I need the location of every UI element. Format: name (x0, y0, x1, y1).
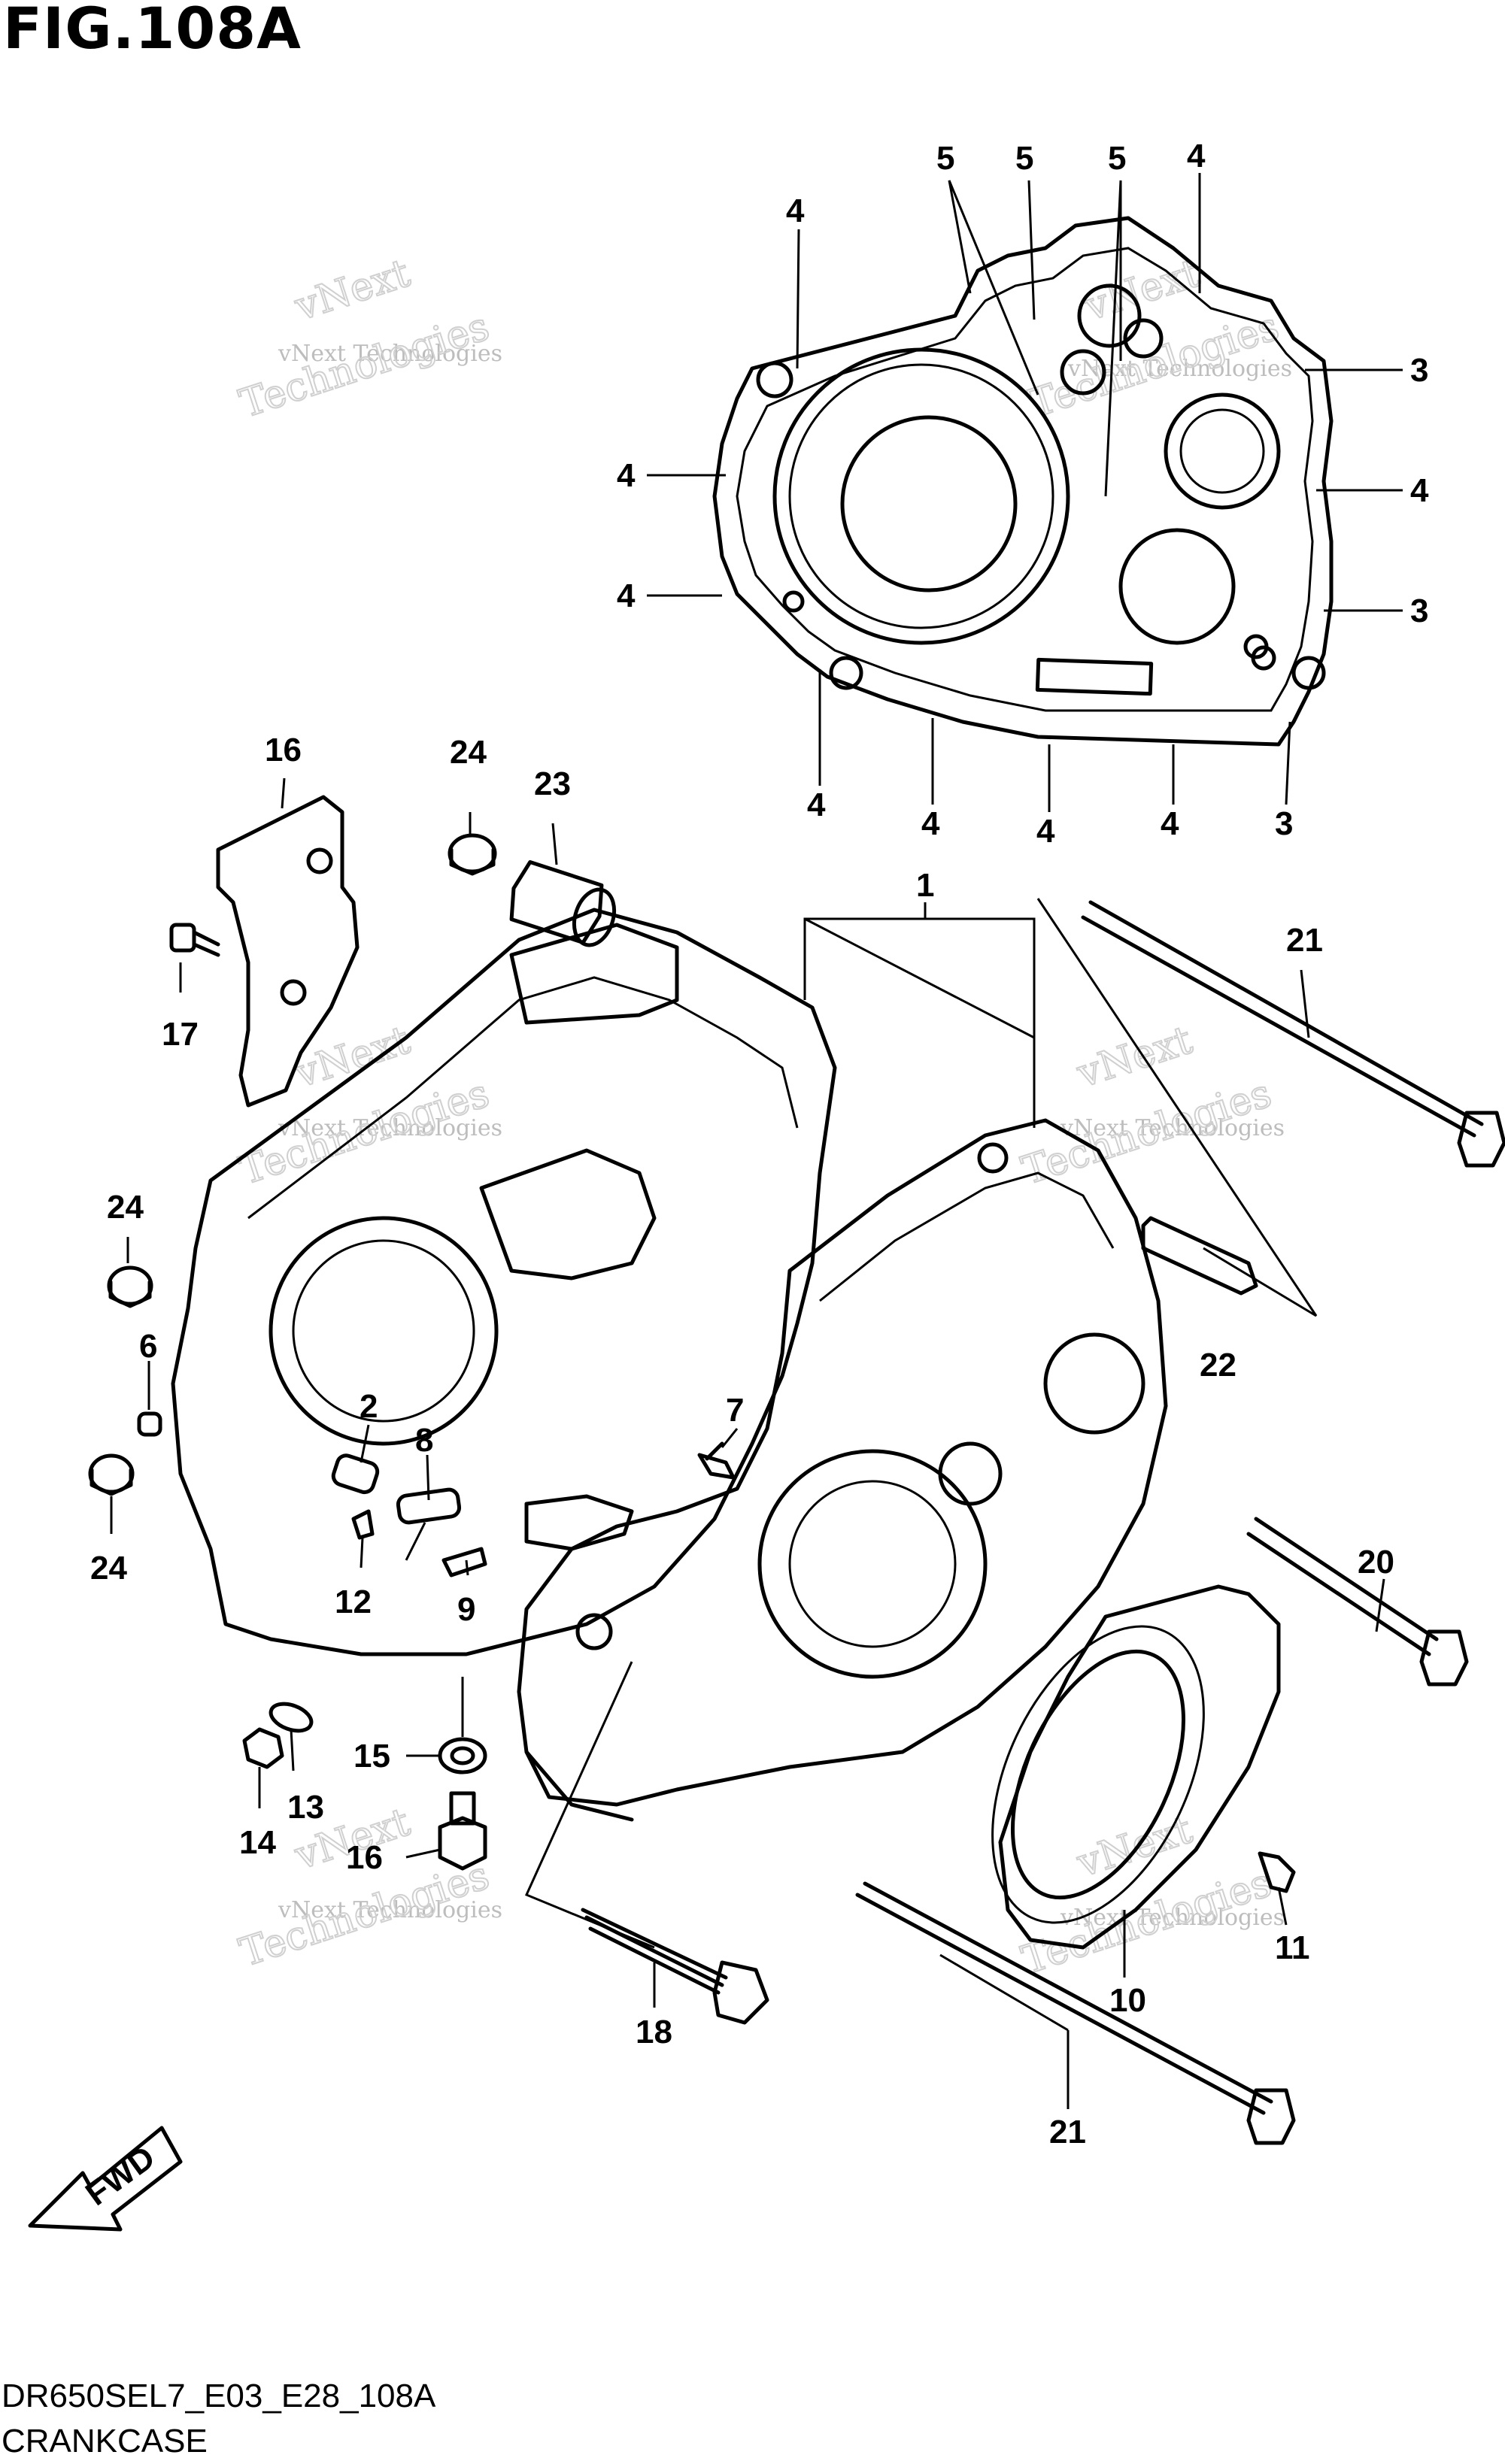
part-14-plug (242, 1727, 284, 1769)
part-8-dowel (396, 1487, 462, 1525)
watermark-text: vNext Technologies (278, 1897, 502, 1923)
callout-5: 5 (1015, 140, 1033, 177)
callout-9: 9 (457, 1591, 475, 1628)
watermark-outline: vNext (289, 250, 415, 330)
model-code: DR650SEL7_E03_E28_108A (2, 2378, 436, 2414)
callout-24: 24 (90, 1550, 127, 1587)
callout-1: 1 (916, 867, 934, 904)
callout-3: 3 (1275, 805, 1293, 842)
callout-7: 7 (726, 1392, 744, 1429)
part-15-washer (438, 1737, 487, 1775)
part-10-seal-plate (991, 1584, 1281, 1950)
fwd-label: FWD (79, 2139, 162, 2214)
part-12-pin (351, 1509, 375, 1540)
part-16-drain-bolt (438, 1791, 487, 1871)
callout-10: 10 (1109, 1982, 1146, 2019)
part-24-nut-mid (107, 1265, 153, 1308)
part-6-plug (137, 1411, 162, 1437)
callout-23: 23 (534, 765, 571, 802)
part-2-dowel-pin (331, 1453, 380, 1495)
callout-19: 18 (636, 2014, 672, 2050)
part-24-nut-low (88, 1453, 135, 1496)
leader-lines (110, 173, 1403, 2109)
part-17-bracket (216, 795, 360, 1108)
callout-labels: 5 5 5 4 4 3 4 4 4 3 4 4 4 4 3 1 21 16 24… (90, 138, 1429, 2150)
watermark-text: vNext Technologies (278, 341, 502, 367)
part-13-oring (269, 1702, 314, 1733)
crankcase-assembly (171, 908, 1168, 1822)
callout-5: 5 (936, 140, 954, 177)
part-22-dowel (1141, 1216, 1258, 1296)
callout-18: 17 (162, 1016, 199, 1053)
callout-15: 15 (353, 1738, 390, 1775)
watermark-text: vNext Technologies (1060, 1115, 1285, 1141)
callout-3: 3 (1410, 352, 1428, 389)
figure-title: FIG.108A (3, 0, 302, 62)
crankcase-gasket (712, 216, 1334, 747)
part-9-bolt (441, 1547, 487, 1578)
watermark-outline: vNext (1071, 1807, 1197, 1887)
callout-12: 12 (335, 1584, 372, 1620)
callout-21: 21 (1286, 922, 1323, 959)
part-19-bolt (581, 1908, 769, 2025)
callout-4: 4 (807, 786, 826, 823)
fwd-arrow-icon: FWD (28, 2126, 183, 2232)
callout-4: 4 (786, 192, 805, 229)
part-21-long-bolt-lower (855, 1881, 1296, 2145)
callout-4: 4 (1161, 805, 1179, 842)
section-name: CRANKCASE (2, 2423, 208, 2459)
callout-3: 3 (1410, 593, 1428, 629)
part-20-bolt (1246, 1517, 1469, 1687)
part-21-long-bolt-upper (1081, 900, 1505, 1168)
callout-22: 22 (1200, 1347, 1236, 1384)
watermark-outline: vNext (289, 1017, 415, 1097)
callout-24: 24 (107, 1189, 144, 1226)
callout-21: 21 (1049, 2114, 1086, 2150)
callout-4: 4 (1036, 813, 1055, 850)
callout-24: 24 (450, 734, 487, 771)
watermark-text: vNext Technologies (278, 1115, 502, 1141)
watermark-outline: vNext (1071, 1017, 1197, 1097)
part-24-nut-top (448, 833, 497, 876)
callout-16: 16 (346, 1839, 383, 1876)
callout-14: 14 (239, 1824, 276, 1861)
callout-5: 5 (1108, 140, 1126, 177)
watermark-outline: vNext (1079, 250, 1205, 330)
callout-20: 20 (1358, 1544, 1394, 1581)
callout-4: 4 (1410, 472, 1429, 509)
callout-13: 13 (287, 1789, 324, 1826)
callout-11: 11 (1275, 1929, 1310, 1966)
callout-4: 4 (617, 457, 636, 494)
callout-4: 4 (617, 577, 636, 614)
watermark-group: vNext Technologies vNext Technologies vN… (234, 250, 1292, 1984)
callout-17: 16 (265, 732, 302, 768)
part-11-screw (1258, 1851, 1296, 1893)
callout-6: 6 (139, 1328, 157, 1365)
callout-8: 8 (415, 1422, 433, 1459)
callout-4: 4 (1187, 138, 1206, 174)
part-18-bolt (169, 923, 220, 957)
part-7-bolt (697, 1441, 736, 1480)
callout-4: 4 (921, 805, 940, 842)
part-23-sleeve (509, 860, 617, 947)
callout-2: 2 (360, 1388, 378, 1425)
